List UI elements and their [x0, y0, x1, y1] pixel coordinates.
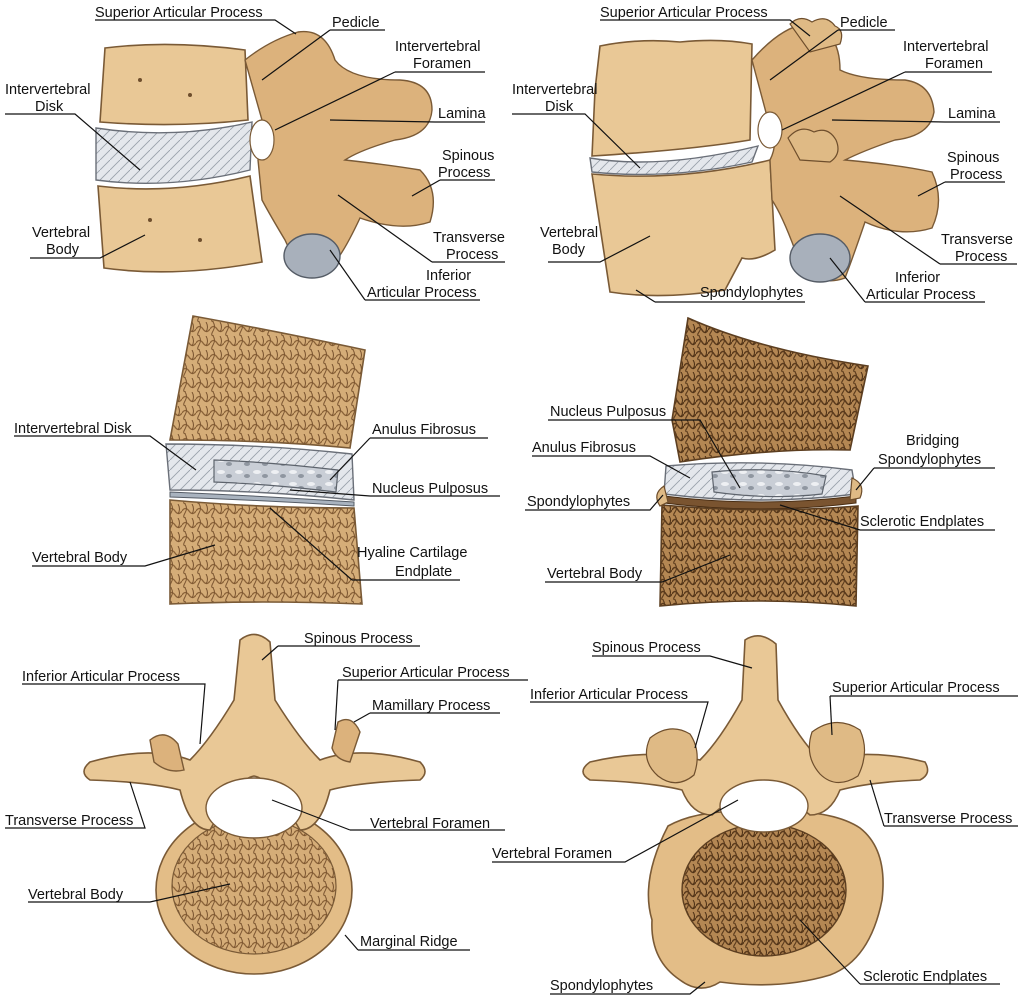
- label-vertebral-body-2: Body: [552, 242, 586, 258]
- label-marginal-ridge: Marginal Ridge: [360, 934, 458, 950]
- degenerative-superior-labels: Spinous Process Inferior Articular Proce…: [492, 640, 1012, 994]
- label-vertebral-body: Vertebral Body: [547, 566, 643, 582]
- normal-lateral-labels: Superior Articular Process Pedicle Inter…: [5, 5, 505, 301]
- normal-superior-labels: Spinous Process Inferior Articular Proce…: [5, 631, 510, 950]
- label-intervertebral-foramen-2: Foramen: [925, 56, 983, 72]
- label-inferior-articular-process-1: Inferior: [895, 270, 940, 286]
- label-nucleus-pulposus: Nucleus Pulposus: [550, 404, 666, 420]
- label-anulus-fibrosus: Anulus Fibrosus: [532, 440, 636, 456]
- degenerative-section-leaders: [525, 419, 995, 583]
- label-superior-articular-process: Superior Articular Process: [832, 680, 1000, 696]
- label-spinous-process: Spinous Process: [304, 631, 413, 647]
- label-vertebral-body-2: Body: [46, 242, 80, 258]
- label-lamina: Lamina: [948, 106, 996, 122]
- label-spinous-process-1: Spinous: [947, 150, 999, 166]
- label-intervertebral-foramen-2: Foramen: [413, 56, 471, 72]
- degenerative-lateral-labels: Superior Articular Process Pedicle Inter…: [512, 5, 1013, 303]
- label-spinous-process-1: Spinous: [442, 148, 494, 164]
- label-pedicle: Pedicle: [332, 15, 380, 31]
- label-spinous-process: Spinous Process: [592, 640, 701, 656]
- degenerative-lateral-leaders: [512, 19, 1017, 303]
- label-intervertebral-disk-2: Disk: [545, 99, 574, 115]
- label-transverse-process-2: Process: [955, 249, 1007, 265]
- degenerative-superior-panel: Spinous Process Inferior Articular Proce…: [492, 635, 1018, 995]
- normal-lateral-illustration: [95, 30, 434, 279]
- label-bridging-spondylophytes-2: Spondylophytes: [878, 452, 981, 468]
- label-superior-articular-process: Superior Articular Process: [600, 5, 768, 21]
- label-intervertebral-disk-2: Disk: [35, 99, 64, 115]
- degenerative-section-labels: Nucleus Pulposus Anulus Fibrosus Bridgin…: [527, 404, 984, 582]
- label-intervertebral-foramen-1: Intervertebral: [903, 39, 988, 55]
- label-pedicle: Pedicle: [840, 15, 888, 31]
- normal-section-labels: Intervertebral Disk Anulus Fibrosus Nucl…: [14, 421, 488, 580]
- normal-lateral-leaders: [5, 19, 505, 301]
- label-inferior-articular-process: Inferior Articular Process: [530, 687, 688, 703]
- normal-section-panel: Intervertebral Disk Anulus Fibrosus Nucl…: [14, 315, 500, 605]
- label-intervertebral-disk-1: Intervertebral: [512, 82, 597, 98]
- degenerative-lateral-panel: Superior Articular Process Pedicle Inter…: [512, 5, 1017, 303]
- label-sclerotic-endplates: Sclerotic Endplates: [863, 969, 987, 985]
- degenerative-superior-illustration: [582, 635, 929, 989]
- label-bridging-spondylophytes-1: Bridging: [906, 433, 959, 449]
- normal-section-illustration: [165, 315, 366, 605]
- label-mamillary-process: Mamillary Process: [372, 698, 490, 714]
- label-anulus-fibrosus: Anulus Fibrosus: [372, 422, 476, 438]
- label-vertebral-body: Vertebral Body: [32, 550, 128, 566]
- label-transverse-process-1: Transverse: [941, 232, 1013, 248]
- label-vertebral-body-1: Vertebral: [540, 225, 598, 241]
- label-lamina: Lamina: [438, 106, 486, 122]
- label-inferior-articular-process-1: Inferior: [426, 268, 471, 284]
- degenerative-lateral-illustration: [589, 17, 940, 297]
- label-vertebral-body: Vertebral Body: [28, 887, 124, 903]
- degenerative-section-panel: Nucleus Pulposus Anulus Fibrosus Bridgin…: [525, 316, 995, 607]
- normal-superior-leaders: [5, 645, 528, 951]
- label-intervertebral-foramen-1: Intervertebral: [395, 39, 480, 55]
- label-superior-articular-process: Superior Articular Process: [95, 5, 263, 21]
- label-spinous-process-2: Process: [438, 165, 490, 181]
- label-hyaline-cartilage-1: Hyaline Cartilage: [357, 545, 467, 561]
- label-intervertebral-disk-1: Intervertebral: [5, 82, 90, 98]
- label-superior-articular-process: Superior Articular Process: [342, 665, 510, 681]
- normal-superior-panel: Spinous Process Inferior Articular Proce…: [5, 631, 528, 975]
- label-inferior-articular-process-2: Articular Process: [866, 287, 976, 303]
- label-sclerotic-endplates: Sclerotic Endplates: [860, 514, 984, 530]
- label-intervertebral-disk: Intervertebral Disk: [14, 421, 132, 437]
- normal-section-leaders: [14, 435, 500, 581]
- label-spondylophytes: Spondylophytes: [700, 285, 803, 301]
- normal-superior-illustration: [83, 633, 426, 975]
- label-transverse-process-2: Process: [446, 247, 498, 263]
- normal-lateral-panel: Superior Articular Process Pedicle Inter…: [5, 5, 505, 301]
- label-nucleus-pulposus: Nucleus Pulposus: [372, 481, 488, 497]
- label-spondylophytes: Spondylophytes: [527, 494, 630, 510]
- label-vertebral-foramen: Vertebral Foramen: [492, 846, 612, 862]
- label-inferior-articular-process-2: Articular Process: [367, 285, 477, 301]
- label-hyaline-cartilage-2: Endplate: [395, 564, 452, 580]
- degenerative-superior-leaders: [492, 655, 1018, 995]
- label-vertebral-body-1: Vertebral: [32, 225, 90, 241]
- label-spinous-process-2: Process: [950, 167, 1002, 183]
- label-transverse-process-1: Transverse: [433, 230, 505, 246]
- label-spondylophytes: Spondylophytes: [550, 978, 653, 994]
- label-transverse-process: Transverse Process: [5, 813, 133, 829]
- label-vertebral-foramen: Vertebral Foramen: [370, 816, 490, 832]
- label-inferior-articular-process: Inferior Articular Process: [22, 669, 180, 685]
- label-transverse-process: Transverse Process: [884, 811, 1012, 827]
- degenerative-section-illustration: [656, 316, 869, 607]
